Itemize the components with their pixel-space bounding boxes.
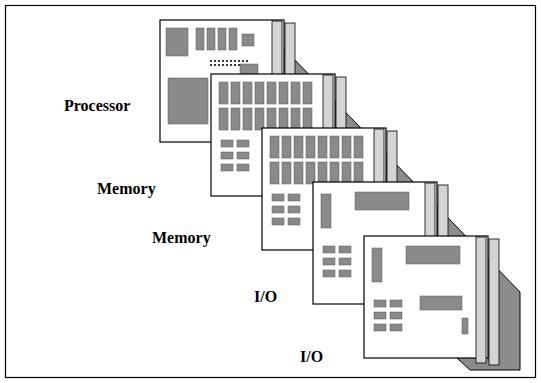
chip [255, 108, 264, 130]
chip [374, 324, 386, 331]
chip [279, 108, 288, 130]
chip [323, 270, 335, 277]
chip [330, 136, 339, 158]
pin-dot [222, 60, 224, 62]
chip [339, 258, 351, 265]
chip [355, 192, 409, 210]
chip [462, 318, 468, 334]
pin-dot [210, 60, 212, 62]
circuit-card [364, 236, 499, 365]
chip [390, 312, 402, 319]
chip [294, 162, 303, 184]
chip [272, 206, 284, 213]
pin-dot [226, 64, 228, 66]
chip [282, 162, 291, 184]
chip [207, 28, 215, 50]
chip [218, 28, 226, 50]
chip [166, 28, 188, 56]
part-label: Memory [152, 230, 211, 246]
pin-dot [226, 60, 228, 62]
chip [221, 164, 233, 171]
pin-dot [238, 64, 240, 66]
pin-dot [214, 60, 216, 62]
chip [282, 136, 291, 158]
chip [272, 218, 284, 225]
chip [323, 258, 335, 265]
pin-dot [230, 60, 232, 62]
frame-border [6, 6, 536, 378]
chip [243, 108, 252, 130]
chip [354, 162, 363, 184]
chip [339, 246, 351, 253]
chip [231, 82, 240, 104]
chip [318, 136, 327, 158]
chip [288, 218, 300, 225]
chip [237, 140, 249, 147]
chip [420, 296, 462, 310]
pin-dot [246, 60, 248, 62]
pin-dot [230, 64, 232, 66]
part-label: Processor [64, 98, 130, 114]
chip [374, 312, 386, 319]
pin-dot [234, 64, 236, 66]
pin-dot [214, 64, 216, 66]
chip [303, 82, 312, 104]
chip [270, 136, 279, 158]
card-outline [364, 236, 488, 358]
chip [342, 162, 351, 184]
chip [374, 300, 386, 307]
chip [237, 164, 249, 171]
chip [288, 206, 300, 213]
chip [390, 300, 402, 307]
pin-dot [234, 60, 236, 62]
chip [221, 152, 233, 159]
chip [342, 136, 351, 158]
chip [243, 82, 252, 104]
chip [323, 246, 335, 253]
chip [321, 194, 331, 228]
chip [267, 108, 276, 130]
chip [294, 136, 303, 158]
chip [196, 28, 204, 50]
chip [330, 162, 339, 184]
chip [306, 162, 315, 184]
chip [242, 34, 254, 46]
chip [267, 82, 276, 104]
chip [306, 136, 315, 158]
chip [272, 194, 284, 201]
edge-connector [476, 237, 486, 363]
pin-dot [218, 60, 220, 62]
pin-dot [218, 64, 220, 66]
edge-connector [489, 239, 499, 365]
chip [219, 82, 228, 104]
chip [231, 108, 240, 130]
pin-dot [238, 60, 240, 62]
chip [288, 194, 300, 201]
pin-dot [210, 64, 212, 66]
part-label: I/O [254, 289, 277, 305]
chip [291, 108, 300, 130]
card-stack [160, 20, 499, 365]
chip [390, 324, 402, 331]
chip [270, 162, 279, 184]
pin-dot [222, 64, 224, 66]
chip [318, 162, 327, 184]
chip [255, 82, 264, 104]
chip [219, 108, 228, 130]
chip [279, 82, 288, 104]
part-label: Memory [97, 181, 156, 197]
pin-dot [242, 60, 244, 62]
chip [339, 270, 351, 277]
part-label: I/O [300, 349, 323, 365]
chip [406, 246, 460, 264]
chip [354, 136, 363, 158]
chip [291, 82, 300, 104]
chip [372, 248, 382, 282]
chip [237, 152, 249, 159]
chip [168, 78, 208, 124]
chip [303, 108, 312, 130]
chip [221, 140, 233, 147]
chip [229, 28, 237, 50]
